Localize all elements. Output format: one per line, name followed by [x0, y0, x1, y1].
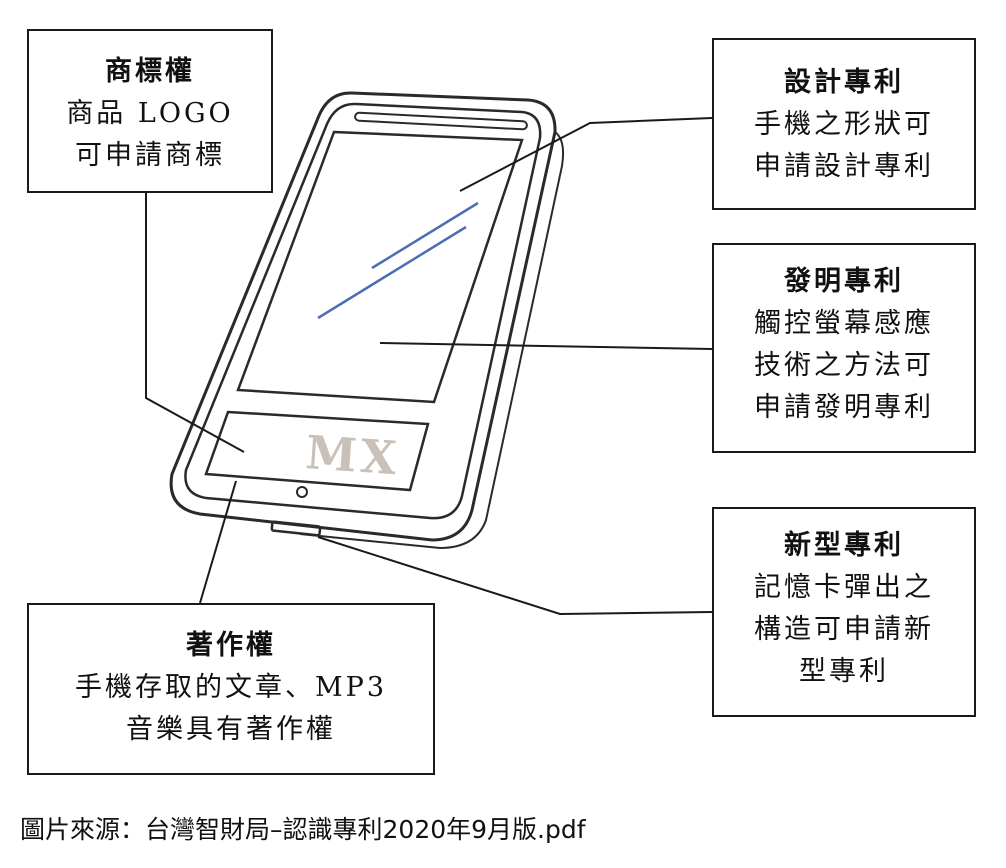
copyright-line-2: 音樂具有著作權	[126, 714, 336, 745]
home-button	[296, 486, 308, 498]
logo-text: MX	[304, 425, 402, 485]
phone-inner-bezel	[184, 102, 542, 520]
copyright-title: 著作權	[186, 630, 276, 661]
utility-model-box: 新型專利 記憶卡彈出之 構造可申請新 型專利	[712, 507, 976, 717]
source-caption: 圖片來源：台灣智財局–認識專利2020年9月版.pdf	[20, 815, 586, 844]
speaker-slot	[354, 111, 528, 131]
copyright-box: 著作權 手機存取的文章、MP3 音樂具有著作權	[27, 603, 435, 775]
leader-utility	[317, 536, 713, 616]
invention-patent-box: 發明專利 觸控螢幕感應 技術之方法可 申請發明專利	[712, 243, 976, 453]
utility-model-line-3: 型專利	[799, 656, 889, 687]
invention-patent-line-2: 技術之方法可	[754, 350, 934, 381]
design-patent-line-2: 申請設計專利	[754, 151, 934, 182]
phone-screen	[236, 130, 524, 404]
leader-copyright	[199, 480, 237, 604]
phone-outer-body	[169, 91, 557, 542]
trademark-line-2: 可申請商標	[75, 140, 225, 171]
trademark-line-1: 商品 LOGO	[66, 98, 234, 129]
utility-model-line-2: 構造可申請新	[754, 614, 934, 645]
utility-model-title: 新型專利	[784, 530, 904, 561]
trademark-box: 商標權 商品 LOGO 可申請商標	[27, 29, 273, 193]
design-patent-title: 設計專利	[784, 67, 904, 98]
utility-model-line-1: 記憶卡彈出之	[754, 572, 934, 603]
leader-design	[459, 117, 713, 192]
logo-panel	[204, 410, 430, 492]
leader-invention	[379, 342, 713, 350]
design-patent-line-1: 手機之形狀可	[754, 109, 934, 140]
invention-patent-line-1: 觸控螢幕感應	[754, 308, 934, 339]
screen-reflection-2	[317, 225, 467, 320]
copyright-line-1: 手機存取的文章、MP3	[75, 672, 387, 703]
invention-patent-line-3: 申請發明專利	[754, 392, 934, 423]
leader-trademark	[145, 193, 245, 453]
design-patent-box: 設計專利 手機之形狀可 申請設計專利	[712, 38, 976, 210]
screen-reflection-1	[371, 201, 479, 270]
invention-patent-title: 發明專利	[784, 266, 904, 297]
memory-card-slot	[270, 520, 322, 537]
trademark-title: 商標權	[105, 56, 195, 87]
